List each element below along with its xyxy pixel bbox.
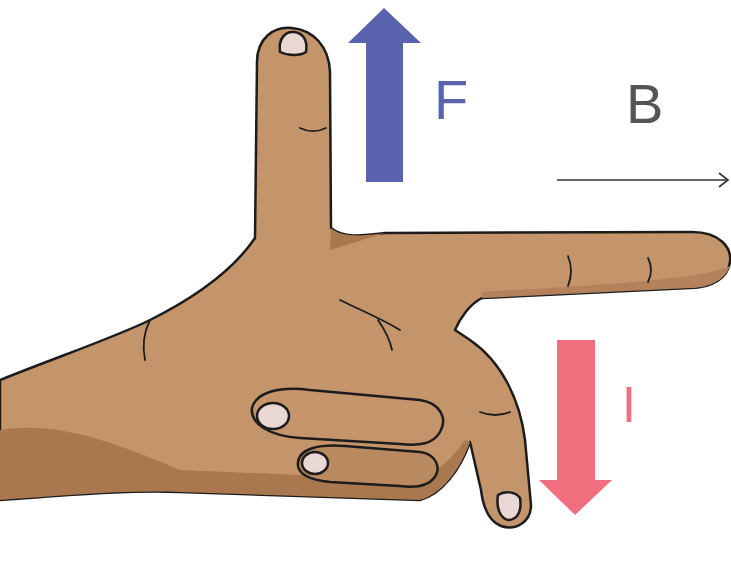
field-arrow — [557, 173, 728, 187]
vector-label: I — [622, 380, 636, 430]
left-hand — [0, 28, 730, 528]
vector-label: B — [626, 76, 663, 132]
vector-label: F — [434, 72, 468, 128]
current-arrow — [539, 340, 612, 515]
force-arrow — [348, 8, 421, 182]
